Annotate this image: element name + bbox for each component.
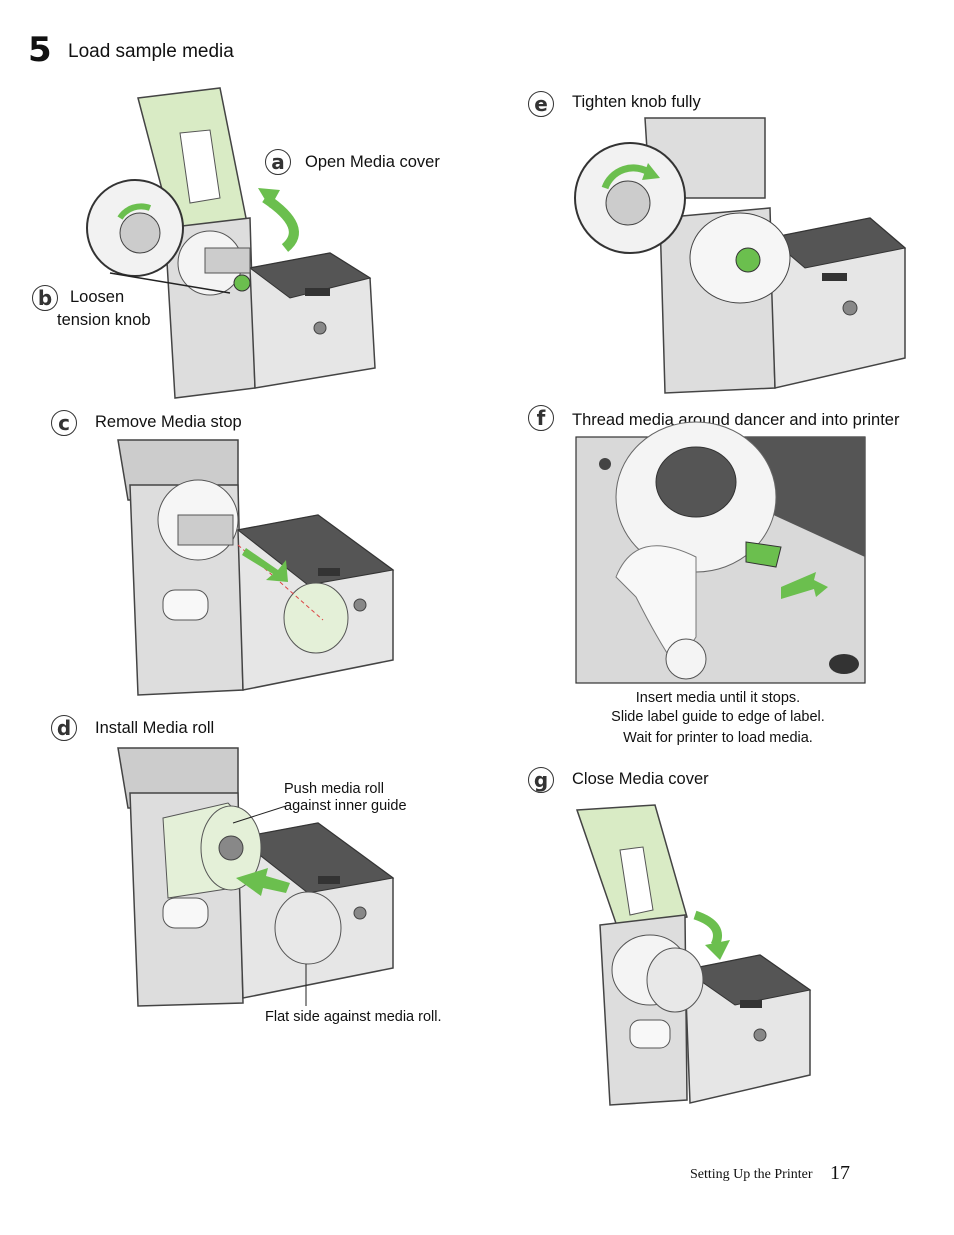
step-f-note-line2: Slide label guide to edge of label. — [611, 709, 825, 725]
step-badge-c: c — [51, 410, 77, 436]
step-a-label: Open Media cover — [305, 153, 440, 171]
step-f-label: Thread media around dancer and into prin… — [572, 411, 900, 429]
illustration-thread-media — [575, 421, 866, 684]
step-title: Load sample media — [68, 41, 234, 62]
step-b-label-line1: Loosen — [70, 288, 125, 306]
step-c-label: Remove Media stop — [95, 413, 242, 431]
illustration-tighten-knob — [574, 117, 907, 394]
footer-page-number: 17 — [830, 1162, 850, 1184]
footer-section: Setting Up the Printer — [690, 1167, 813, 1182]
step-e-label: Tighten knob fully — [572, 93, 701, 111]
step-f-note-line3: Wait for printer to load media. — [623, 730, 813, 746]
step-badge-g: g — [528, 767, 554, 793]
step-g-label: Close Media cover — [572, 770, 709, 788]
illustration-close-media-cover — [575, 804, 812, 1106]
illustration-open-cover — [86, 87, 376, 399]
step-number: 5 — [28, 30, 52, 70]
step-badge-e: e — [528, 91, 554, 117]
step-d-callout-top-line2: against inner guide — [284, 798, 407, 814]
step-badge-d: d — [51, 715, 77, 741]
step-d-callout-bottom: Flat side against media roll. — [265, 1009, 442, 1025]
step-badge-f: f — [528, 405, 554, 431]
illustration-remove-media-stop — [117, 439, 395, 696]
illustration-install-media-roll — [117, 747, 395, 1007]
step-d-callout-top-line1: Push media roll — [284, 781, 384, 797]
step-badge-b: b — [32, 285, 58, 311]
step-badge-a: a — [265, 149, 291, 175]
step-b-label-line2: tension knob — [57, 311, 151, 329]
step-d-label: Install Media roll — [95, 719, 215, 737]
step-f-note-line1: Insert media until it stops. — [635, 690, 801, 706]
